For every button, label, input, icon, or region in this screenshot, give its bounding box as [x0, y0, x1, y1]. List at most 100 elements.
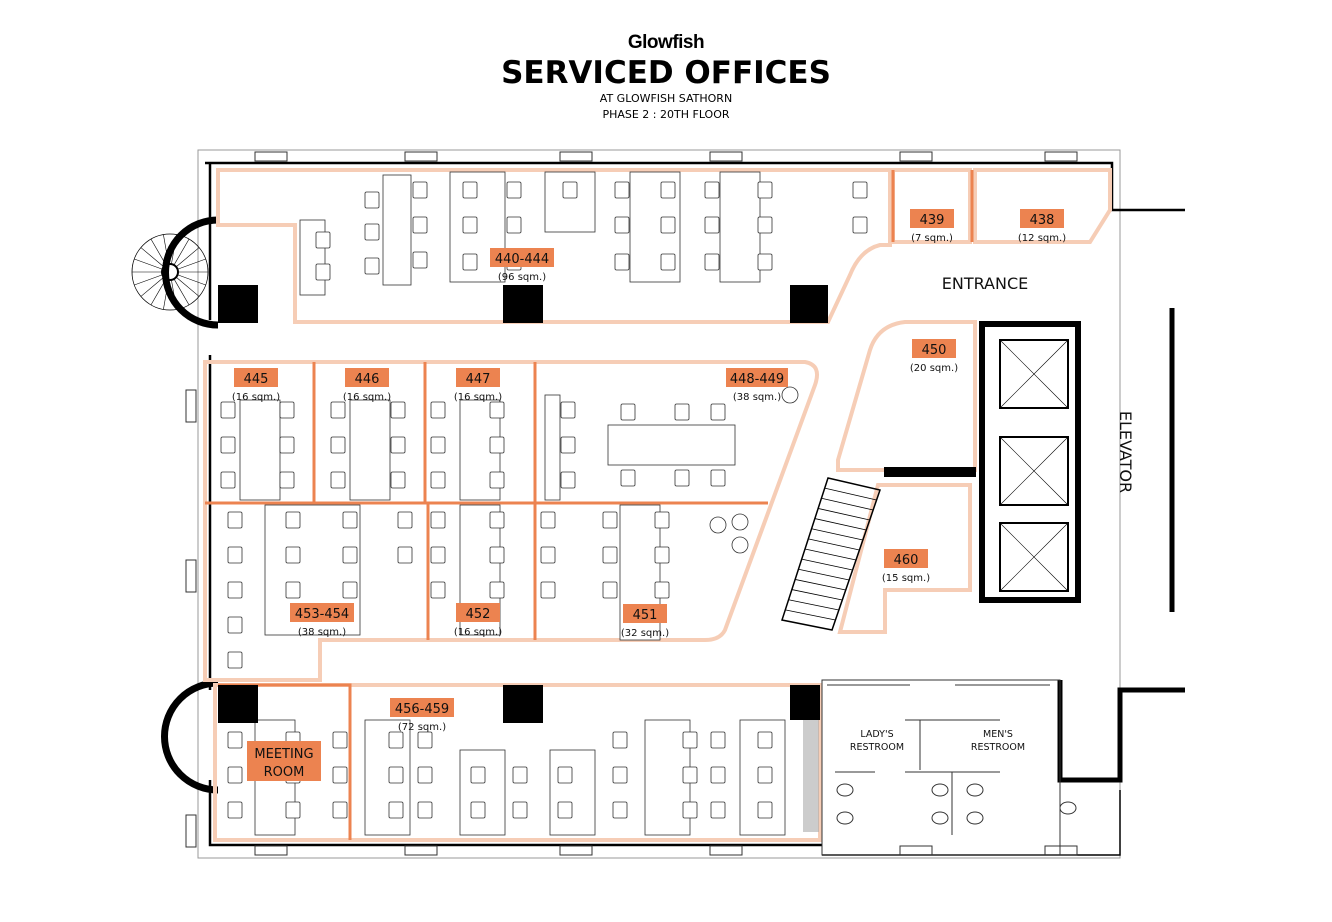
- desk: [719, 171, 761, 283]
- room-r439-badge: [910, 209, 954, 228]
- chair: [489, 401, 505, 419]
- chair: [397, 511, 413, 529]
- meeting-room-badge: [247, 741, 321, 781]
- chair: [710, 731, 726, 749]
- chair: [412, 216, 428, 234]
- room-r452-area: (16 sqm.): [454, 627, 502, 638]
- chair: [489, 471, 505, 489]
- chair: [417, 731, 433, 749]
- desk: [459, 749, 506, 836]
- meeting-room-label-2: ROOM: [264, 765, 305, 780]
- chair: [620, 469, 636, 487]
- chair: [682, 801, 698, 819]
- window: [404, 845, 438, 856]
- elevator-label: ELEVATOR: [1116, 411, 1135, 493]
- chair: [710, 469, 726, 487]
- chair: [227, 546, 243, 564]
- room-r439-area: (7 sqm.): [911, 233, 953, 244]
- room-r452-number[interactable]: 452: [466, 607, 491, 622]
- room-r451-number[interactable]: 451: [633, 608, 658, 623]
- toilet-icon: [836, 811, 854, 825]
- pillars: [218, 285, 976, 723]
- room-r453-number[interactable]: 453-454: [295, 607, 349, 622]
- room-r450-number[interactable]: 450: [922, 343, 947, 358]
- chair: [390, 471, 406, 489]
- chair: [704, 216, 720, 234]
- chair: [342, 546, 358, 564]
- chair: [330, 471, 346, 489]
- chair: [417, 766, 433, 784]
- room-dividers: [205, 170, 974, 840]
- room-r460-number[interactable]: 460: [894, 553, 919, 568]
- ladys-restroom-label-2: RESTROOM: [850, 742, 904, 753]
- chair: [704, 253, 720, 271]
- chair: [397, 546, 413, 564]
- mens-restroom-label-2: RESTROOM: [971, 742, 1025, 753]
- entrance-label: ENTRANCE: [942, 274, 1029, 293]
- chair: [342, 511, 358, 529]
- room-r438-number[interactable]: 438: [1030, 213, 1055, 228]
- chair: [462, 253, 478, 271]
- room-r452-badge: [456, 603, 500, 622]
- chair: [710, 801, 726, 819]
- chair: [757, 181, 773, 199]
- room-r456-badge: [390, 698, 454, 717]
- window: [404, 151, 438, 162]
- chair: [285, 546, 301, 564]
- chair: [710, 766, 726, 784]
- toilet-icon: [966, 811, 984, 825]
- chair: [560, 401, 576, 419]
- room-r447-number[interactable]: 447: [466, 372, 491, 387]
- window: [1044, 151, 1078, 162]
- toilet-icon: [931, 783, 949, 797]
- window: [559, 151, 593, 162]
- chair: [682, 731, 698, 749]
- window: [1044, 845, 1078, 856]
- chair: [489, 511, 505, 529]
- window: [899, 845, 933, 856]
- window: [709, 151, 743, 162]
- subtitle-location: AT GLOWFISH SATHORN: [600, 92, 732, 105]
- room-r456-number[interactable]: 456-459: [395, 702, 449, 717]
- chair: [332, 801, 348, 819]
- chair: [674, 469, 690, 487]
- room-r445-number[interactable]: 445: [244, 372, 269, 387]
- chair: [654, 581, 670, 599]
- chair: [557, 766, 573, 784]
- room-r450-badge: [912, 339, 956, 358]
- chair: [285, 581, 301, 599]
- chair: [560, 436, 576, 454]
- room-r439-number[interactable]: 439: [920, 213, 945, 228]
- chair: [557, 801, 573, 819]
- room-r440-badge: [490, 248, 554, 267]
- chair: [279, 471, 295, 489]
- room-r453-badge: [290, 603, 354, 622]
- window: [254, 151, 288, 162]
- chair: [332, 731, 348, 749]
- chair: [506, 181, 522, 199]
- window: [899, 151, 933, 162]
- room-r446-number[interactable]: 446: [355, 372, 380, 387]
- chair: [315, 263, 331, 281]
- room-r448-number[interactable]: 448-449: [730, 372, 784, 387]
- toilet-icon: [836, 783, 854, 797]
- mens-restroom-label-1: MEN'S: [983, 729, 1013, 740]
- chair: [227, 731, 243, 749]
- room-r440-number[interactable]: 440-444: [495, 252, 549, 267]
- room-r448-badge: [726, 368, 788, 387]
- chair: [612, 801, 628, 819]
- chair: [227, 801, 243, 819]
- chair: [332, 766, 348, 784]
- chair: [417, 801, 433, 819]
- chair: [390, 401, 406, 419]
- chair: [227, 766, 243, 784]
- chair: [227, 616, 243, 634]
- window: [254, 845, 288, 856]
- chair: [489, 436, 505, 454]
- room-r447-area: (16 sqm.): [454, 392, 502, 403]
- room-r447-badge: [456, 368, 500, 387]
- chair: [489, 546, 505, 564]
- round-stool: [731, 513, 749, 531]
- chair: [430, 581, 446, 599]
- chair: [852, 216, 868, 234]
